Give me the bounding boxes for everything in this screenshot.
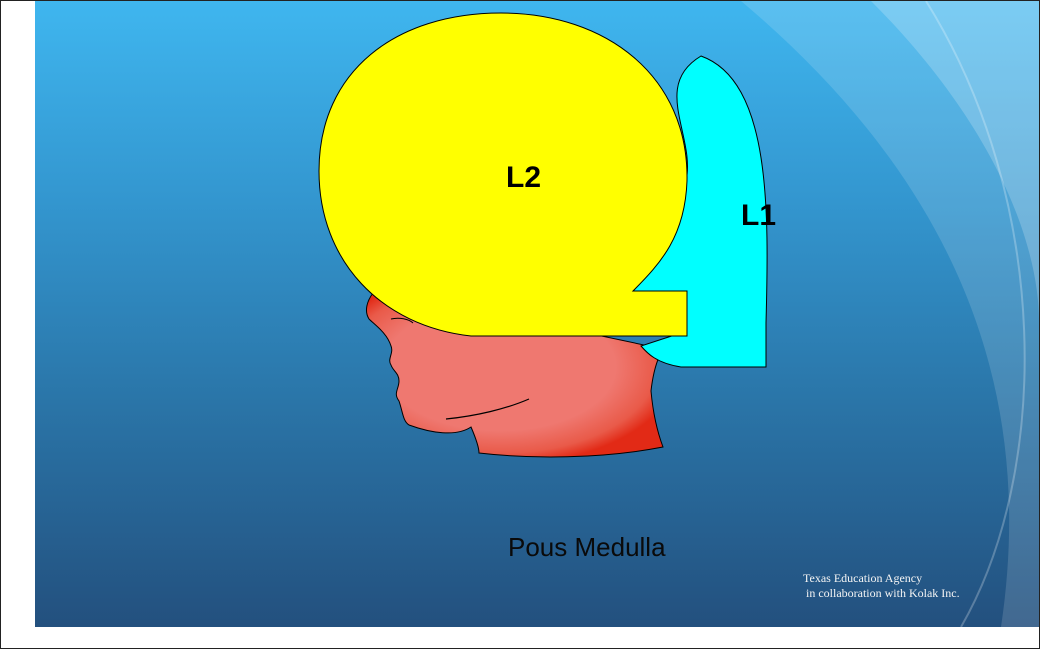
l1-label: L1: [741, 199, 777, 232]
jaw-line: [445, 398, 530, 420]
brow-line: [390, 317, 414, 324]
background-swoosh-arc: [925, 1, 1026, 627]
credit: Texas Education Agency in collaboration …: [803, 571, 960, 601]
slide: L2 L1 Pous Medulla Texas Education Agenc…: [35, 1, 1039, 627]
l2-label: L2: [506, 161, 542, 194]
l1-lobe: [632, 55, 768, 368]
credit-line-1: Texas Education Agency: [803, 571, 923, 585]
background-swoosh: [741, 1, 1039, 627]
credit-line-2: in collaboration with Kolak Inc.: [803, 586, 960, 600]
background-swoosh-inner: [871, 1, 1039, 321]
caption: Pous Medulla: [508, 532, 666, 562]
l2-lobe: [318, 12, 688, 337]
brain-diagram: [318, 1, 1039, 627]
